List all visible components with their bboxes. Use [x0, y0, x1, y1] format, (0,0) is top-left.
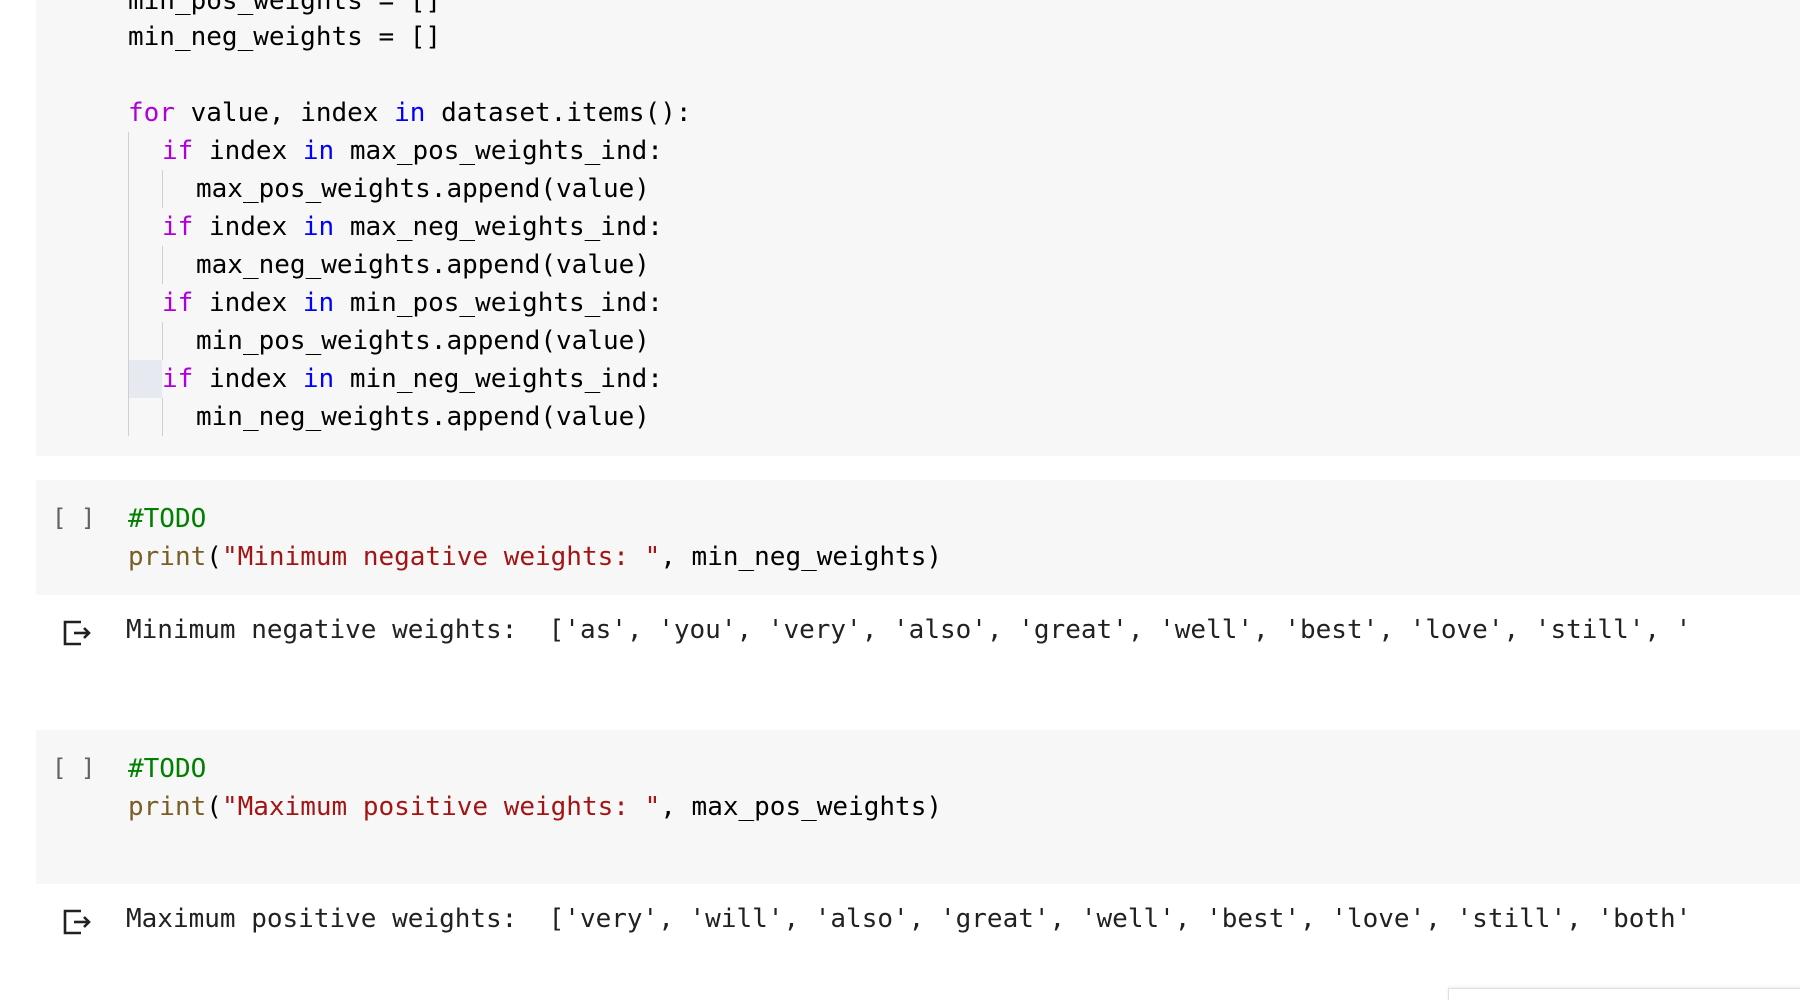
keyword-in: in: [302, 136, 335, 166]
code-line-if: if index in max_neg_weights_ind:: [162, 208, 663, 246]
output-text: Maximum positive weights: ['very', 'will…: [126, 904, 1692, 934]
status-widget[interactable]: [1448, 988, 1800, 1000]
run-cell-button[interactable]: [ ]: [52, 754, 96, 782]
code-token: , min_neg_weights): [660, 542, 942, 572]
code-token: dataset.items():: [425, 98, 692, 128]
string-literal: "Minimum negative weights: ": [221, 542, 661, 572]
code-token: index: [193, 212, 303, 242]
code-line-print: print("Minimum negative weights: ", min_…: [128, 538, 942, 576]
keyword-in: in: [302, 364, 335, 394]
code-cell-loop[interactable]: min_pos_weights = [] min_neg_weights = […: [36, 0, 1800, 456]
indent-guide: [162, 246, 163, 284]
code-token: min_pos_weights_ind:: [334, 288, 663, 318]
output-arrow-icon[interactable]: [60, 616, 94, 650]
output-text: Minimum negative weights: ['as', 'you', …: [126, 615, 1692, 645]
keyword-if: if: [162, 288, 194, 318]
cursor-highlight: [129, 360, 162, 398]
indent-guide: [162, 398, 163, 436]
code-token: , max_pos_weights): [660, 792, 942, 822]
code-line: min_neg_weights = []: [128, 22, 442, 52]
code-line-if: if index in min_pos_weights_ind:: [162, 284, 663, 322]
code-token: max_pos_weights_ind:: [334, 136, 663, 166]
function-name: print: [128, 542, 207, 572]
keyword-for: for: [128, 98, 175, 128]
keyword-if: if: [162, 212, 194, 242]
code-line-if: if index in max_pos_weights_ind:: [162, 132, 663, 170]
code-line-print: print("Maximum positive weights: ", max_…: [128, 788, 942, 826]
keyword-in: in: [302, 212, 335, 242]
code-line: min_neg_weights.append(value): [196, 402, 650, 432]
code-line: min_pos_weights = []: [128, 0, 442, 16]
output-arrow-icon[interactable]: [60, 905, 94, 939]
code-token: (: [206, 542, 222, 572]
code-line-if: if index in min_neg_weights_ind:: [162, 360, 663, 398]
code-token: min_neg_weights_ind:: [334, 364, 663, 394]
function-name: print: [128, 792, 207, 822]
run-cell-button[interactable]: [ ]: [52, 504, 96, 532]
code-line-comment: #TODO: [128, 750, 206, 788]
code-line-for: for value, index in dataset.items():: [128, 94, 692, 132]
code-token: max_neg_weights_ind:: [334, 212, 663, 242]
code-cell-min-neg[interactable]: [ ] #TODO print("Minimum negative weight…: [36, 480, 1800, 595]
code-line: max_pos_weights.append(value): [196, 174, 650, 204]
code-token: index: [193, 136, 303, 166]
indent-guide: [128, 132, 129, 436]
indent-guide: [162, 170, 163, 208]
code-token: index: [193, 288, 303, 318]
code-line-comment: #TODO: [128, 500, 206, 538]
keyword-if: if: [162, 136, 194, 166]
code-token: value, index: [174, 98, 395, 128]
code-token: (: [206, 792, 222, 822]
code-line: max_neg_weights.append(value): [196, 250, 650, 280]
cell-output-min-neg: Minimum negative weights: ['as', 'you', …: [0, 595, 1800, 730]
keyword-in: in: [302, 288, 335, 318]
keyword-in: in: [394, 98, 426, 128]
comment: #TODO: [128, 504, 207, 534]
comment: #TODO: [128, 754, 207, 784]
cell-output-max-pos: Maximum positive weights: ['very', 'will…: [0, 884, 1800, 988]
string-literal: "Maximum positive weights: ": [221, 792, 661, 822]
code-line: min_pos_weights.append(value): [196, 326, 650, 356]
code-token: index: [193, 364, 303, 394]
keyword-if: if: [162, 364, 194, 394]
indent-guide: [162, 322, 163, 360]
code-cell-max-pos[interactable]: [ ] #TODO print("Maximum positive weight…: [36, 730, 1800, 884]
